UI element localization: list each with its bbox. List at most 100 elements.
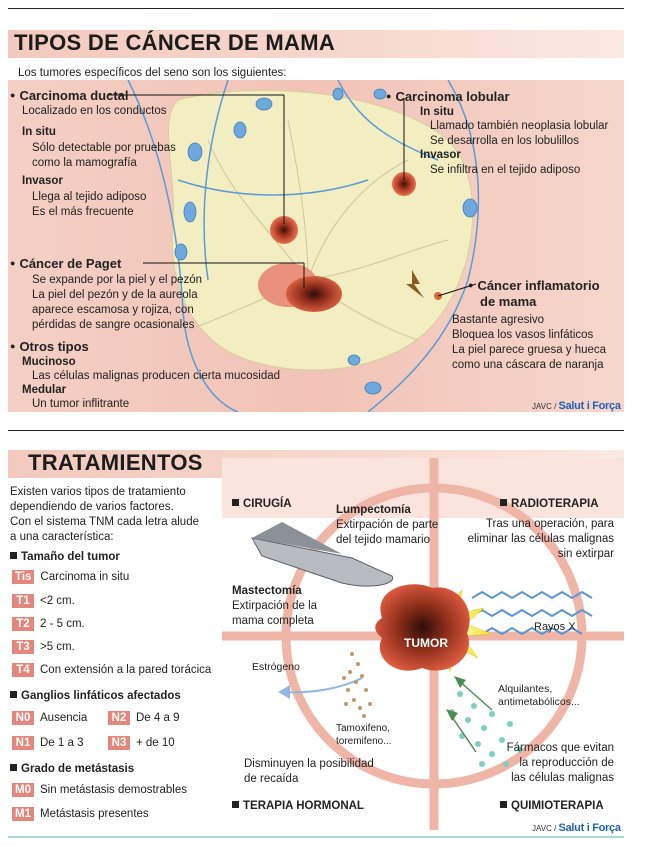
code-badge: N2 (108, 711, 130, 725)
code-text: Metástasis presentes (40, 808, 149, 820)
paget-heading: Cáncer de Paget (10, 256, 121, 271)
tnm-row-t1: T1 <2 cm. (12, 594, 75, 608)
square-bullet-icon (10, 552, 17, 560)
code-text: Con extensión a la pared torácica (40, 664, 212, 676)
top-rule (8, 8, 624, 9)
tumor-label: TUMOR (404, 636, 448, 650)
code-badge: N0 (12, 711, 34, 725)
lobular-invasor-heading: Invasor (420, 149, 461, 161)
mucinoso-line1: Las células malignas producen cierta muc… (32, 370, 281, 382)
code-text: De 4 a 9 (136, 712, 180, 724)
otros-heading: Otros tipos (10, 339, 88, 354)
code-text: Carcinoma in situ (40, 571, 130, 583)
inflamatorio-heading: Cáncer inflamatorio (468, 278, 599, 293)
mastectomia-heading: Mastectomía (232, 585, 302, 597)
medular-heading: Medular (22, 384, 67, 396)
code-text: + de 10 (136, 737, 175, 749)
rayos-x-label: Rayos X (534, 621, 576, 633)
terapia-hormonal-heading: TERAPIA HORMONAL (232, 799, 364, 813)
code-badge: M1 (12, 807, 34, 821)
section1-intro: Los tumores específicos del seno son los… (18, 67, 287, 79)
lobular-invasor-1: Se infiltra en el tejido adiposo (430, 164, 581, 176)
tnm-row-n0: N0 Ausencia (12, 711, 87, 725)
code-badge: Tis (12, 570, 35, 584)
lumpectomia-heading: Lumpectomía (336, 504, 411, 516)
middle-rule (8, 430, 624, 431)
paget-line3: aparece escamosa y rojiza, con (32, 304, 194, 316)
section1-credit-brand: Salut i Força (558, 400, 621, 412)
code-text: Sin metástasis demostrables (40, 784, 188, 796)
lobular-insitu-heading: In situ (420, 106, 454, 118)
farmacos-line2: la reproducción de (519, 757, 614, 769)
ductal-insitu-2: como la mamografía (32, 157, 137, 169)
inflamatorio-line2: Bloquea los vasos linfáticos (452, 329, 594, 341)
square-bullet-icon (232, 801, 239, 809)
alquilantes-line1: Alquilantes, (498, 683, 553, 695)
tnm-row-m1: M1 Metástasis presentes (12, 807, 149, 821)
section2-credit: JAVC / Salut i Força (532, 822, 621, 834)
tnm-row-m0: M0 Sin metástasis demostrables (12, 783, 187, 797)
code-text: Ausencia (40, 712, 88, 724)
farmacos-line1: Fármacos que evitan (506, 742, 614, 754)
section2-intro4: a una característica: (10, 531, 114, 543)
code-badge: N1 (12, 736, 34, 750)
tamoxifeno-line1: Tamoxifeno, (336, 723, 390, 734)
lobular-insitu-2: Se desarrolla en los lobulillos (430, 135, 579, 147)
inflamatorio-line1: Bastante agresivo (452, 314, 545, 326)
alquilantes-line2: antimetabólicos... (498, 696, 580, 708)
hormonal-line2: de recaída (244, 773, 299, 785)
breast-illustration (8, 80, 624, 412)
section1-credit: JAVC / Salut i Força (532, 400, 621, 412)
tamoxifeno-line2: toremifeno... (336, 736, 392, 747)
lobular-heading: Carcinoma lobular (386, 89, 509, 104)
mastectomia-line1: Extirpación de la (232, 600, 318, 612)
code-text: >5 cm. (40, 641, 75, 653)
section1-title-bar (8, 30, 624, 58)
code-badge: T1 (12, 594, 34, 608)
code-badge: M0 (12, 783, 34, 797)
section2-intro1: Existen varios tipos de tratamiento (10, 486, 186, 498)
code-badge: T3 (12, 640, 34, 654)
code-badge: T2 (12, 617, 34, 631)
mucinoso-heading: Mucinoso (22, 356, 76, 368)
section2-title: TRATAMIENTOS (28, 450, 203, 475)
code-badge: N3 (108, 736, 130, 750)
section2-credit-brand: Salut i Força (558, 822, 621, 834)
ganglios-heading: Ganglios linfáticos afectados (10, 689, 181, 703)
cirugia-heading: CIRUGÍA (232, 497, 292, 511)
ductal-line1: Localizado en los conductos (22, 105, 167, 117)
inflamatorio-line4: como una cáscara de naranja (452, 359, 604, 371)
medular-line1: Un tumor inflitrante (32, 398, 130, 410)
inflamatorio-line3: La piel parece gruesa y hueca (452, 344, 607, 356)
radio-line3: sin extirpar (557, 548, 614, 560)
ductal-insitu-1: Sólo detectable por pruebas (32, 142, 176, 154)
hormonal-line1: Disminuyen la posibilidad (244, 758, 374, 770)
farmacos-line3: las células malignas (511, 772, 614, 784)
tnm-row-n2: N2 De 4 a 9 (108, 711, 179, 725)
quimioterapia-heading: QUIMIOTERAPIA (500, 799, 604, 813)
inflamatorio-heading2: de mama (480, 294, 537, 309)
mastectomia-line2: mama completa (232, 615, 314, 627)
radioterapia-heading: RADIOTERAPIA (500, 497, 599, 511)
section2-intro2: dependiendo de varios factores. (10, 501, 174, 513)
tnm-row-tis: Tis Carcinoma in situ (12, 570, 129, 584)
square-bullet-icon (500, 499, 507, 507)
section1-credit-small: JAVC / (532, 402, 557, 411)
paget-line1: Se expande por la piel y el pezón (32, 274, 203, 286)
estrogeno-label: Estrógeno (252, 661, 300, 673)
section1-title: TIPOS DE CÁNCER DE MAMA (14, 30, 336, 55)
radio-line1: Tras una operación, para (485, 518, 614, 530)
lumpectomia-line2: del tejido mamario (336, 534, 430, 546)
tnm-row-n3: N3 + de 10 (108, 736, 175, 750)
code-text: 2 - 5 cm. (40, 618, 85, 630)
metastasis-heading: Grado de metástasis (10, 762, 134, 776)
tamano-heading: Tamaño del tumor (10, 550, 120, 564)
square-bullet-icon (10, 764, 17, 772)
code-text: <2 cm. (40, 595, 75, 607)
radio-line2: eliminar las células malignas (467, 533, 614, 545)
ductal-invasor-heading: Invasor (22, 175, 63, 187)
tnm-row-t2: T2 2 - 5 cm. (12, 617, 85, 631)
lumpectomia-line1: Extirpación de parte (336, 519, 439, 531)
